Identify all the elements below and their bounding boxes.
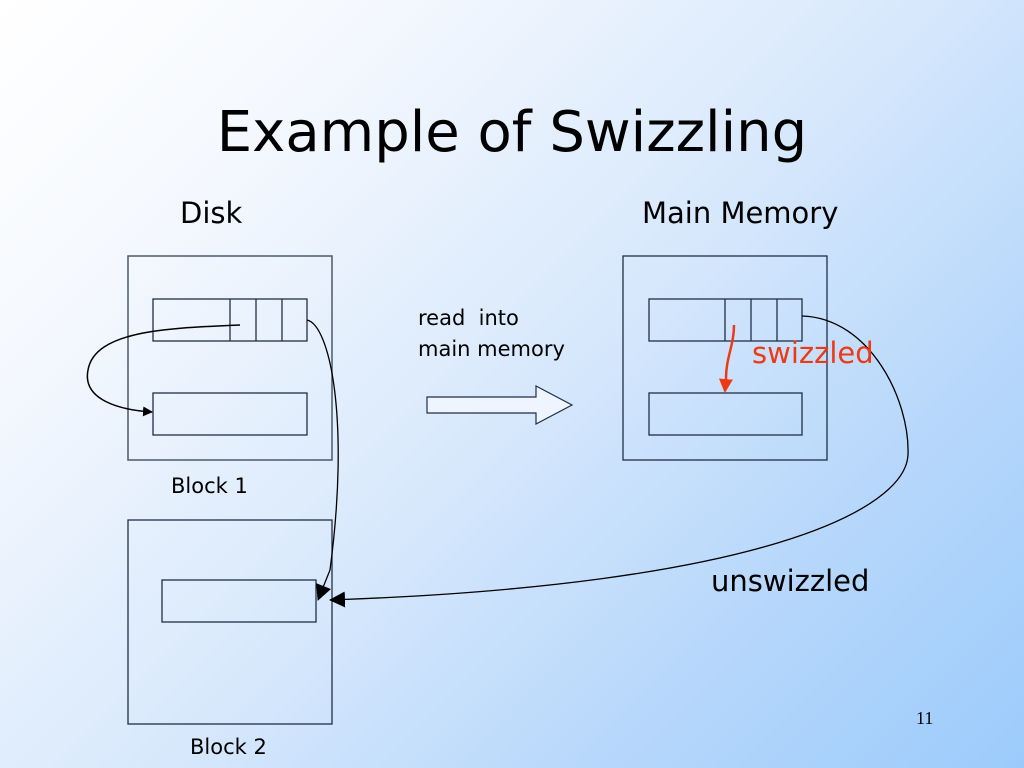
- disk-internal-pointer-arrow: [86, 324, 241, 417]
- transfer-label-line2: main memory: [418, 337, 565, 361]
- disk-block2-target-record: [161, 579, 317, 623]
- unswizzled-pointer-arrow: [329, 315, 909, 608]
- disk-block-1: [127, 255, 333, 461]
- disk-block1-target-record: [152, 392, 308, 436]
- memory-record: [648, 298, 803, 342]
- disk-label: Disk: [180, 196, 243, 230]
- memory-block: [622, 255, 828, 461]
- transfer-label-line1: read into: [418, 306, 519, 330]
- transfer-arrow-icon: [426, 385, 574, 425]
- swizzled-pointer-arrow: [718, 324, 736, 393]
- block-2-label: Block 2: [190, 735, 267, 759]
- disk-block1-record: [152, 298, 308, 342]
- main-memory-label: Main Memory: [642, 196, 839, 230]
- transfer-label: read into main memory: [418, 303, 565, 365]
- disk-cross-block-pointer-arrow: [306, 319, 339, 601]
- page-number: 11: [916, 708, 934, 728]
- block-1-label: Block 1: [171, 474, 248, 498]
- swizzled-label: swizzled: [752, 336, 874, 370]
- disk-block-2: [127, 519, 333, 725]
- memory-target-record: [648, 392, 803, 436]
- unswizzled-label: unswizzled: [711, 564, 870, 598]
- slide-title: Example of Swizzling: [216, 100, 808, 165]
